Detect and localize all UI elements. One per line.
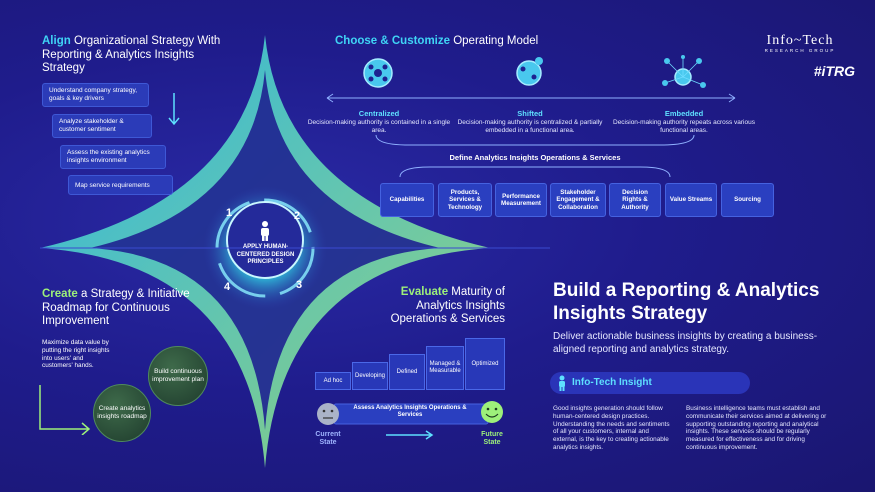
choose-title-bold: Choose & Customize	[335, 35, 451, 47]
column-sourcing: Sourcing	[721, 183, 774, 217]
column-stakeholder: Stakeholder Engagement & Collaboration	[550, 183, 606, 217]
infotech-logo: Info~Tech	[766, 33, 834, 48]
future-state-label: Future State	[481, 431, 503, 446]
maturity-adhoc: Ad hoc	[315, 372, 351, 390]
insight-paragraph-2: Business intelligence teams must establi…	[686, 405, 827, 451]
create-roadmap-circle: Create analytics insights roadmap	[93, 384, 151, 442]
step-number-1: 1	[226, 207, 233, 219]
maturity-optimized: Optimized	[465, 338, 505, 390]
model-centralized-desc: Decision-making authority is contained i…	[307, 119, 451, 134]
model-shifted-desc: Decision-making authority is centralized…	[457, 119, 603, 134]
align-step-1: Understand company strategy, goals & key…	[42, 83, 149, 107]
column-value-streams: Value Streams	[665, 183, 717, 217]
person-icon	[255, 220, 275, 242]
evaluate-title-rest: Maturity of Analytics Insights Operation…	[390, 286, 505, 325]
align-step-3: Assess the existing analytics insights e…	[60, 145, 166, 169]
hero-subtitle: Deliver actionable business insights by …	[553, 331, 818, 355]
evaluate-title: Evaluate Maturity of Analytics Insights …	[385, 286, 505, 327]
define-bracket	[375, 135, 695, 178]
insight-paragraph-1: Good insights generation should follow h…	[553, 405, 670, 451]
person-icon	[559, 375, 565, 391]
assess-bar	[317, 401, 503, 425]
operating-model-icons	[326, 55, 736, 103]
maturity-developing: Developing	[352, 362, 388, 390]
create-title: Create a Strategy & Initiative Roadmap f…	[42, 288, 202, 329]
create-title-rest: a Strategy & Initiative Roadmap for Cont…	[42, 288, 190, 327]
itrg-logo: #iTRG	[813, 63, 855, 79]
column-performance: Performance Measurement	[495, 183, 547, 217]
model-embedded-name: Embedded	[664, 109, 704, 118]
maturity-defined: Defined	[389, 354, 425, 390]
green-arrow-icon	[39, 385, 91, 435]
create-title-bold: Create	[42, 288, 78, 300]
column-products: Products, Services & Technology	[438, 183, 492, 217]
align-step-4: Map service requirements	[68, 175, 173, 195]
insight-header: Info-Tech Insight	[550, 372, 750, 394]
down-arrow-icon	[168, 93, 180, 126]
evaluate-title-bold: Evaluate	[400, 286, 449, 298]
model-shifted-name: Shifted	[517, 109, 543, 118]
choose-title-rest: Operating Model	[450, 35, 539, 47]
step-number-2: 2	[294, 210, 301, 222]
model-centralized-name: Centralized	[358, 109, 400, 118]
current-state-label: Current State	[315, 431, 341, 446]
column-decision-rights: Decision Rights & Authority	[609, 183, 661, 217]
center-label: APPLY HUMAN-CENTERED DESIGN PRINCIPLES	[236, 244, 295, 265]
build-plan-circle: Build continuous improvement plan	[148, 346, 208, 406]
hero-title: Build a Reporting & Analytics Insights S…	[553, 280, 820, 324]
define-title: Define Analytics Insights Operations & S…	[449, 153, 621, 162]
infotech-logo-sub: RESEARCH GROUP	[764, 48, 836, 53]
align-step-2: Analyze stakeholder & customer sentiment	[52, 114, 152, 138]
align-title-bold: Align	[42, 35, 71, 47]
step-number-3: 3	[296, 279, 303, 291]
step-number-4: 4	[224, 281, 231, 293]
create-intro: Maximize data value by putting the right…	[42, 339, 110, 370]
insight-title: Info-Tech Insight	[572, 377, 652, 388]
happy-face-icon	[481, 401, 503, 423]
right-arrow-icon	[386, 430, 434, 440]
align-title-rest: Organizational Strategy With Reporting &…	[42, 35, 221, 74]
choose-title: Choose & Customize Operating Model	[335, 35, 595, 49]
model-embedded-desc: Decision-making authority repeats across…	[613, 119, 755, 134]
maturity-managed: Managed & Measurable	[426, 346, 464, 390]
column-capabilities: Capabilities	[380, 183, 434, 217]
assess-label: Assess Analytics Insights Operations & S…	[353, 405, 467, 418]
neutral-face-icon	[317, 403, 339, 425]
align-title: Align Organizational Strategy With Repor…	[42, 35, 222, 76]
